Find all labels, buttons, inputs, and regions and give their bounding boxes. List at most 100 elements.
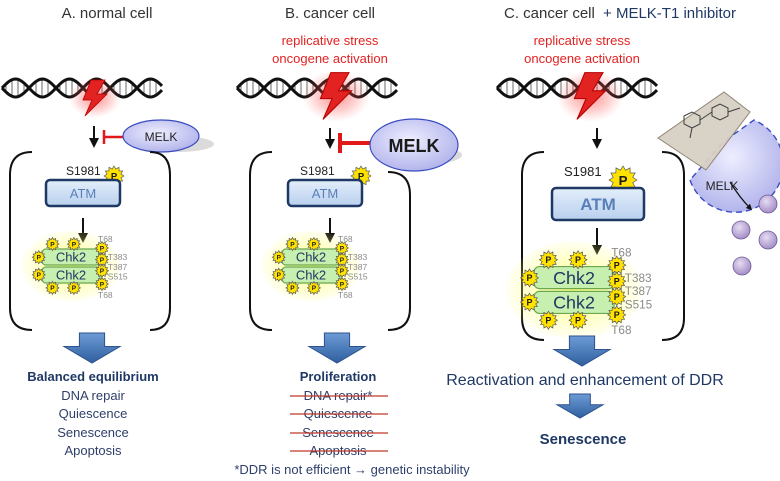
phospho-label: P xyxy=(277,255,282,262)
melk-ellipse-a: MELK xyxy=(122,119,214,153)
melk-t1-molecule-icon xyxy=(683,103,741,139)
stress-b-2: oncogene activation xyxy=(272,51,388,66)
lightning-bolt-b xyxy=(302,70,370,122)
phospho-label: P xyxy=(72,241,77,248)
atm-label-a: ATM xyxy=(70,186,96,201)
panel-c-title-main: C. cancer cell xyxy=(504,5,595,22)
chk2-site-label: T383 xyxy=(625,272,652,285)
outcome-arrow-b xyxy=(307,332,367,364)
degradation-arrow-c xyxy=(729,181,753,211)
chk2-site-label: T68 xyxy=(338,234,353,244)
panel-a: A. normal cell MELK S1981 P ATM Chk2Chk2… xyxy=(0,5,214,458)
atm-label-b: ATM xyxy=(312,186,338,201)
phospho-label: P xyxy=(37,255,42,262)
phospho-label: P xyxy=(527,297,533,307)
phospho-label: P xyxy=(37,272,42,279)
chk2-label: Chk2 xyxy=(56,249,86,264)
final-outcome-c: Senescence xyxy=(540,431,627,448)
phospho-label: P xyxy=(100,281,105,288)
phospho-label: P xyxy=(312,241,317,248)
phospho-label: P xyxy=(340,257,345,264)
chk2-site-label: T68 xyxy=(98,234,113,244)
phospho-label: P xyxy=(527,273,533,283)
phospho-label: P xyxy=(111,171,118,182)
footnote-b: *DDR is not efficient → genetic instabil… xyxy=(234,462,470,477)
atm-box-c: ATM xyxy=(550,186,646,222)
strike-lines-b xyxy=(290,395,388,452)
phospho-label: P xyxy=(340,245,345,252)
cell-membrane-c xyxy=(521,151,685,341)
outcome-a-4: Apoptosis xyxy=(64,443,122,458)
outcome-a-1: DNA repair xyxy=(61,388,125,403)
chk2-site-label: T383 xyxy=(108,252,128,262)
chk2-label: Chk2 xyxy=(296,267,326,282)
phospho-label: P xyxy=(100,257,105,264)
chk2-site-label: T387 xyxy=(348,262,368,272)
lightning-bolt-c xyxy=(556,70,624,122)
chk2-site-label: T68 xyxy=(98,290,113,300)
panel-c: C. cancer cell + MELK-T1 inhibitor repli… xyxy=(446,5,780,448)
chk2-site-label: S515 xyxy=(348,271,368,281)
phospho-label: P xyxy=(50,285,55,292)
phospho-label: P xyxy=(614,260,620,270)
panel-a-title: A. normal cell xyxy=(62,5,153,22)
reactivation-text-c: Reactivation and enhancement of DDR xyxy=(446,372,724,389)
stress-c-2: oncogene activation xyxy=(524,51,640,66)
melk-label-a: MELK xyxy=(145,130,178,144)
phospho-label: P xyxy=(614,292,620,302)
outcome-title-a: Balanced equilibrium xyxy=(27,369,158,384)
phospho-label: P xyxy=(619,173,628,188)
chk2-site-label: T387 xyxy=(625,285,652,298)
phospho-label: P xyxy=(290,285,295,292)
atm-box-b: ATM xyxy=(286,178,364,208)
phospho-label: P xyxy=(358,171,365,182)
melk-label-b: MELK xyxy=(389,136,440,156)
atm-box-a: ATM xyxy=(44,178,122,208)
lightning-bolt-a xyxy=(69,78,121,118)
melk-inhibited-c: MELK xyxy=(657,91,780,213)
panel-b-title: B. cancer cell xyxy=(285,5,375,22)
chk2-site-label: T387 xyxy=(108,262,128,272)
stress-c-1: replicative stress xyxy=(534,33,631,48)
outcome-arrow-a xyxy=(62,332,122,364)
chk2-site-label: S515 xyxy=(625,298,653,311)
phospho-label: P xyxy=(614,310,620,320)
cell-membrane-a xyxy=(9,151,171,331)
atm-site-c: S1981 xyxy=(564,164,602,179)
phospho-label: P xyxy=(575,255,581,265)
cell-membrane-b xyxy=(249,151,411,331)
final-arrow-c xyxy=(555,393,605,419)
chk2-label: Chk2 xyxy=(296,249,326,264)
atm-site-b: S1981 xyxy=(300,164,335,178)
panel-c-title-extra: + MELK-T1 inhibitor xyxy=(603,5,736,22)
chk2-site-label: T68 xyxy=(611,247,632,260)
melk-label-c: MELK xyxy=(706,179,739,193)
phospho-label: P xyxy=(50,241,55,248)
phospho-label: P xyxy=(312,285,317,292)
atm-label-c: ATM xyxy=(580,195,616,214)
degraded-fragments-c xyxy=(731,194,778,276)
chk2-site-label: T68 xyxy=(611,324,632,337)
phospho-label: P xyxy=(614,276,620,286)
panel-c-title: C. cancer cell + MELK-T1 inhibitor xyxy=(504,5,736,22)
phospho-label: P xyxy=(545,255,551,265)
phospho-label: P xyxy=(290,241,295,248)
inhibition-bar-b xyxy=(338,133,372,153)
chk2-label: Chk2 xyxy=(553,268,595,288)
stress-b-1: replicative stress xyxy=(282,33,379,48)
phospho-label: P xyxy=(277,272,282,279)
melk-ellipse-b: MELK xyxy=(369,118,462,172)
chk2-site-label: T68 xyxy=(338,290,353,300)
outcome-a-3: Senescence xyxy=(57,425,129,440)
phospho-label: P xyxy=(100,245,105,252)
outcome-a-2: Quiescence xyxy=(59,406,128,421)
outcome-arrow-c xyxy=(552,335,612,367)
chk2-site-label: T383 xyxy=(348,252,368,262)
phospho-label: P xyxy=(340,268,345,275)
phospho-label: P xyxy=(100,268,105,275)
phospho-label: P xyxy=(340,281,345,288)
